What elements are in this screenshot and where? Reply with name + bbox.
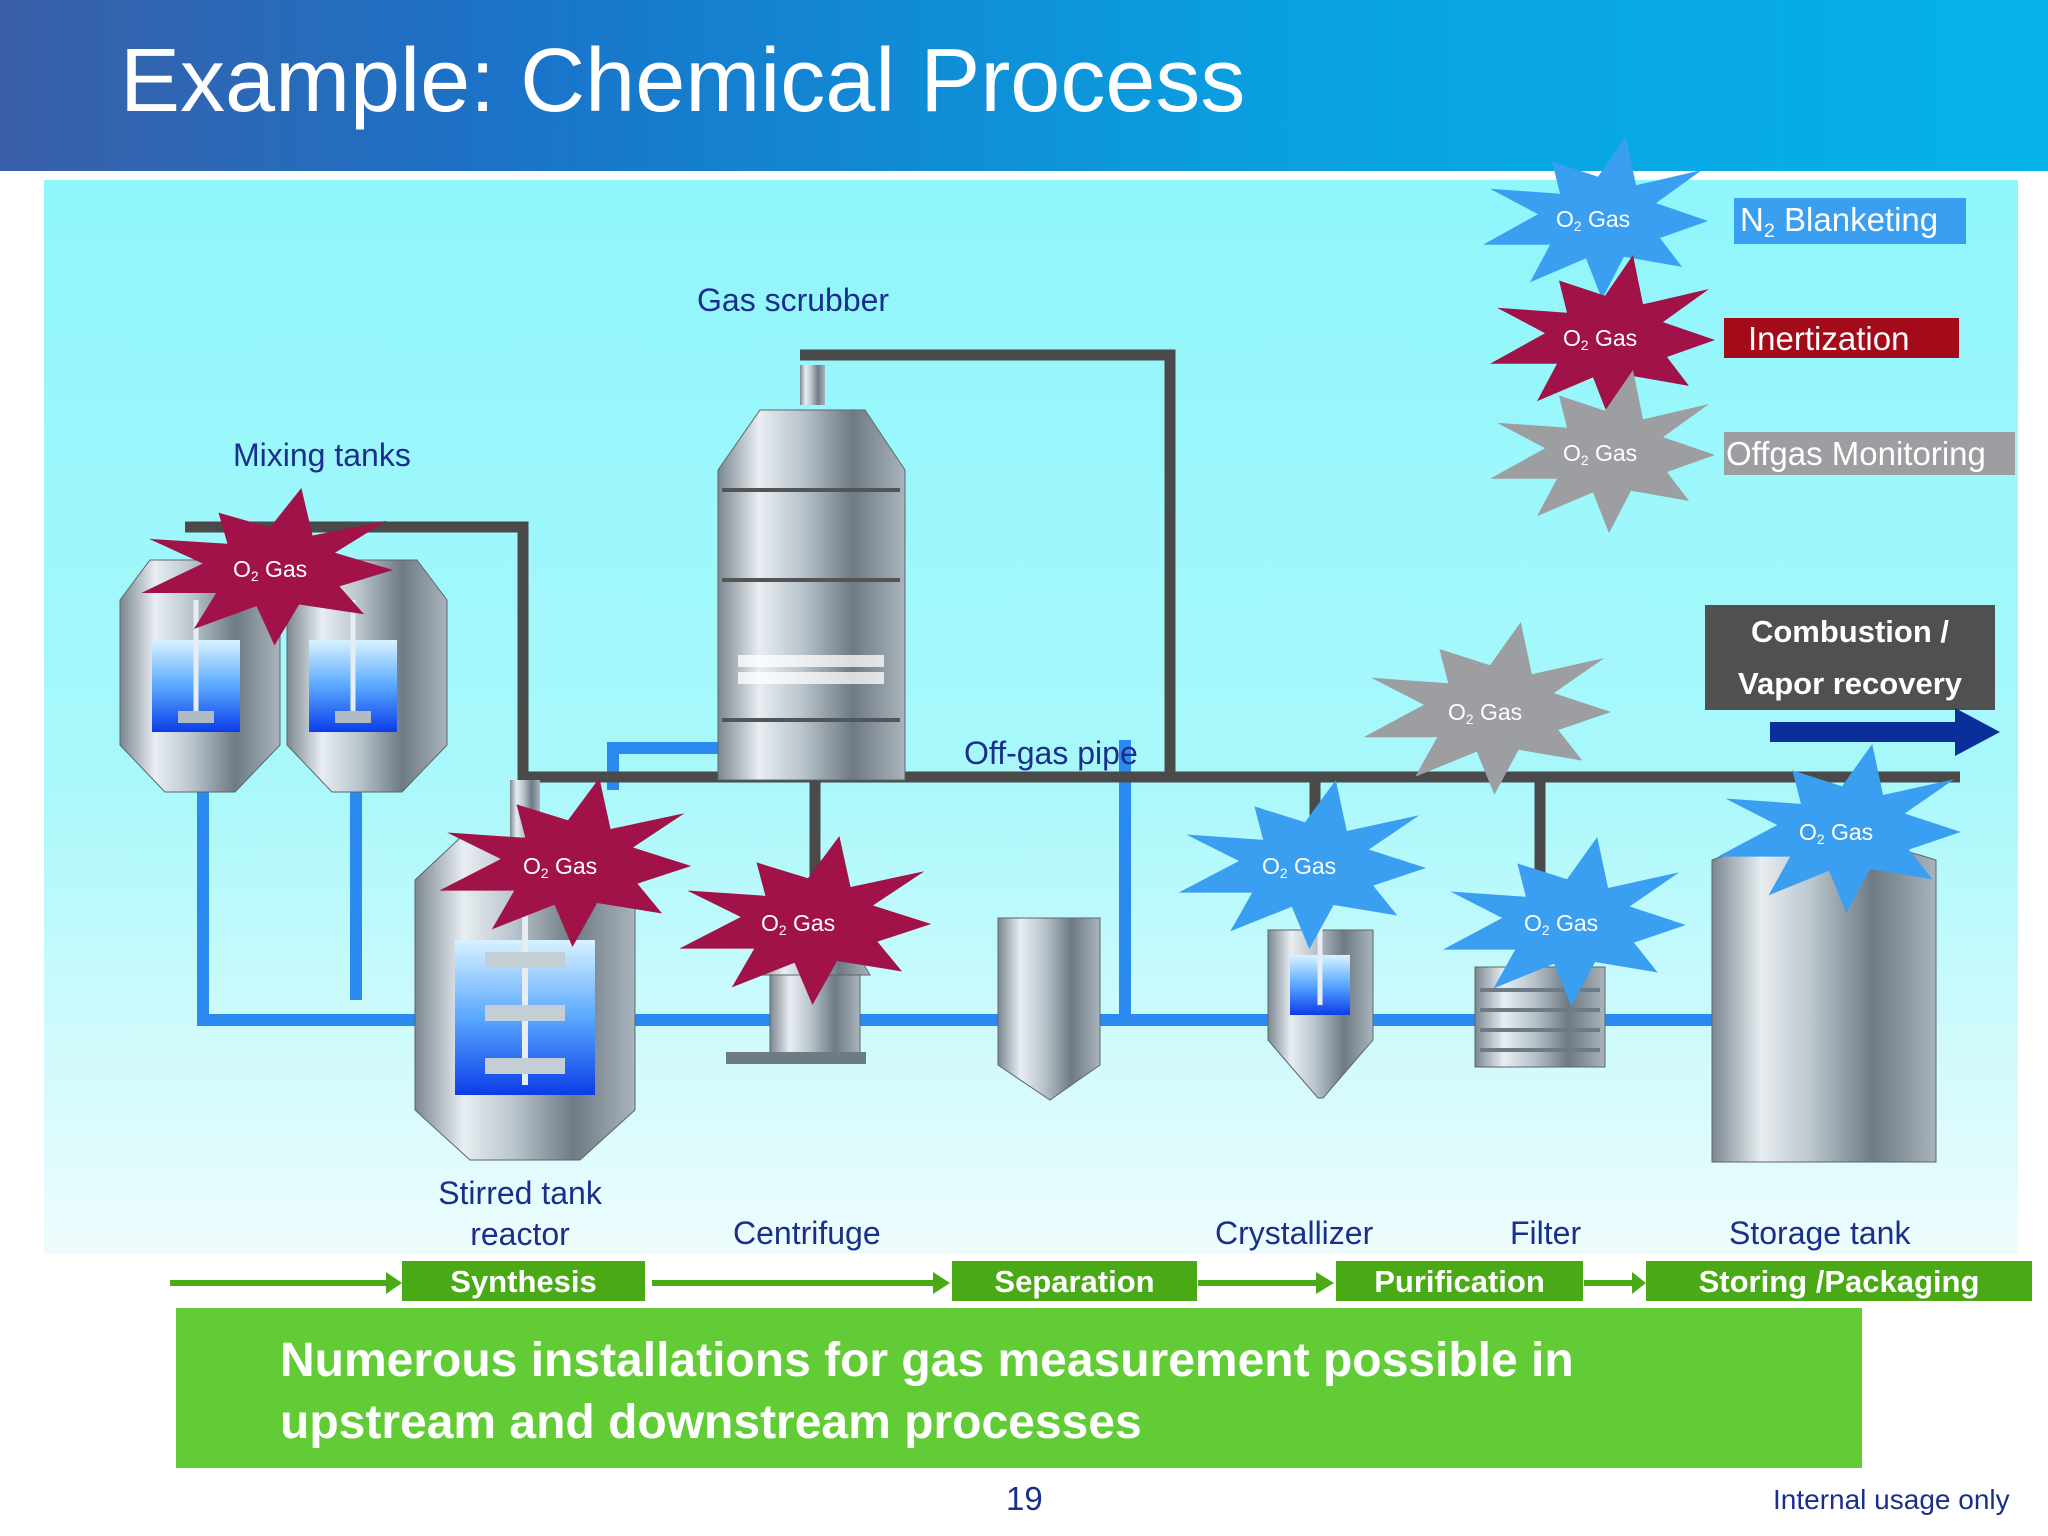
o2-gas-label: O2 Gas	[1563, 325, 1638, 354]
stage-storing-packaging: Storing /Packaging	[1646, 1261, 2032, 1301]
slide-title: Example: Chemical Process	[120, 31, 1246, 131]
label-centrifuge: Centrifuge	[733, 1215, 881, 1251]
o2-gas-label: O2 Gas	[523, 853, 598, 882]
gas-scrubber	[717, 365, 906, 781]
stage-synthesis: Synthesis	[402, 1261, 645, 1301]
o2-gas-label: O2 Gas	[1556, 206, 1631, 235]
label-crystallizer: Crystallizer	[1215, 1215, 1374, 1251]
summary-banner	[176, 1308, 1862, 1468]
combustion-box	[1705, 605, 1995, 710]
mixing-tank-left	[119, 559, 281, 793]
legend-inertization-box	[1724, 318, 1959, 358]
separation-vessel	[997, 917, 1101, 1101]
footer-note: Internal usage only	[1773, 1484, 2010, 1515]
stirred-tank-reactor	[414, 780, 636, 1161]
filter	[1474, 966, 1606, 1068]
o2-gas-label: O2 Gas	[761, 910, 836, 939]
combustion-label: Combustion / Vapor recovery	[1737, 614, 1963, 701]
legend-offgas-monitoring: Offgas Monitoring	[1726, 435, 1986, 472]
crystallizer	[1267, 905, 1374, 1099]
legend-n2-blanketing: N2 Blanketing	[1740, 201, 1939, 242]
label-storage-tank: Storage tank	[1729, 1215, 1911, 1251]
page-number: 19	[1006, 1480, 1043, 1517]
legend-inertization: Inertization	[1748, 320, 1910, 357]
storage-tank	[1711, 839, 1937, 1163]
legend-offgas-box	[1724, 432, 2015, 475]
stage-separation: Separation	[952, 1261, 1197, 1301]
o2-gas-label: O2 Gas	[1448, 699, 1523, 728]
o2-gas-label: O2 Gas	[1524, 910, 1599, 939]
o2-gas-label: O2 Gas	[233, 556, 308, 585]
o2-gas-label: O2 Gas	[1799, 819, 1874, 848]
process-flow-arrows	[170, 1272, 1646, 1294]
title-bar	[0, 0, 2048, 171]
vapor-recovery-arrow	[1770, 708, 2000, 756]
label-stirred-tank-reactor: Stirred tank reactor	[438, 1175, 602, 1252]
mixing-tank-right	[286, 559, 448, 793]
label-gas-scrubber: Gas scrubber	[697, 282, 890, 318]
o2-gas-label: O2 Gas	[1563, 440, 1638, 469]
label-mixing-tanks: Mixing tanks	[233, 437, 411, 473]
stage-purification: Purification	[1336, 1261, 1583, 1301]
label-off-gas-pipe: Off-gas pipe	[964, 735, 1138, 771]
label-filter: Filter	[1510, 1215, 1582, 1251]
o2-gas-label: O2 Gas	[1262, 853, 1337, 882]
legend-blanketing-box	[1734, 198, 1966, 244]
summary-text: Numerous installations for gas measureme…	[280, 1334, 1574, 1449]
